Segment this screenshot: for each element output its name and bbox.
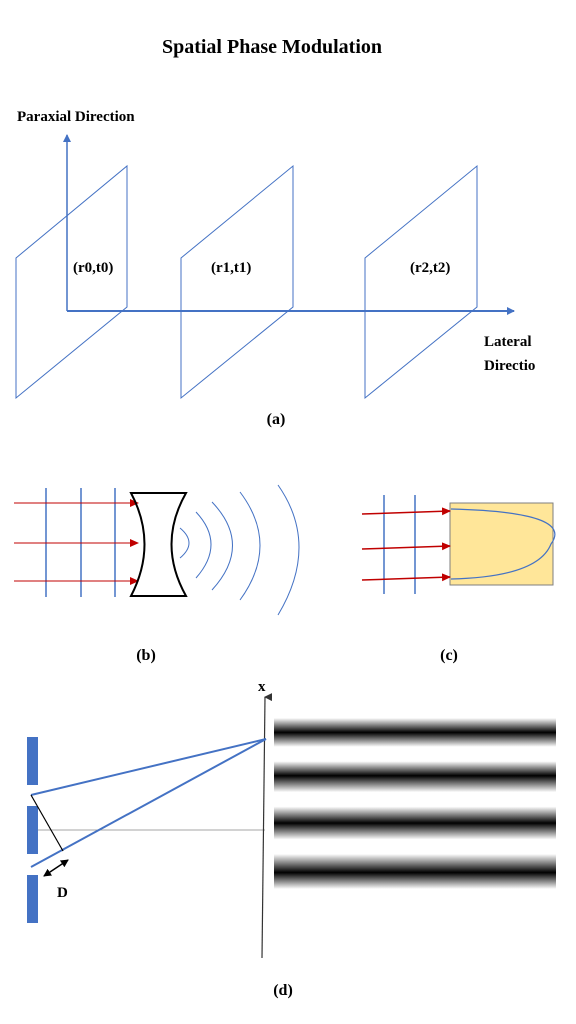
slit-barrier-top — [27, 737, 38, 785]
diverging-wavefront — [239, 491, 261, 601]
ray-lower-slit — [30, 738, 267, 868]
phase-medium-box — [449, 502, 554, 586]
path-difference-line — [30, 794, 64, 852]
plane-label-1: (r1,t1) — [211, 260, 251, 276]
diverging-wavefront — [195, 511, 212, 579]
lateral-axis-label-line1: Lateral — [484, 334, 531, 350]
plane-label-2: (r2,t2) — [410, 260, 450, 276]
incident-ray — [361, 507, 451, 516]
distance-label: D — [57, 885, 68, 901]
slit-barrier-bottom — [27, 875, 38, 923]
figure-title: Spatial Phase Modulation — [162, 36, 382, 58]
paraxial-axis-label: Paraxial Direction — [17, 109, 135, 125]
panel-d: x D (d) — [27, 679, 556, 999]
diverging-wavefront — [179, 527, 190, 559]
curved-wavefront — [450, 508, 556, 580]
path-difference-arrow — [43, 859, 69, 877]
diverging-wavefront — [211, 501, 233, 591]
plane-label-0: (r0,t0) — [73, 260, 113, 276]
ray-upper-slit — [30, 738, 267, 796]
panel-a: Paraxial Direction (r0,t0) (r1,t1) (r2,t… — [15, 109, 535, 428]
plane-0 — [15, 164, 128, 400]
plane-1 — [180, 164, 294, 400]
plane-2 — [364, 164, 478, 400]
x-axis — [261, 693, 273, 959]
diverging-wavefront — [277, 484, 300, 616]
panel-b: (b) — [14, 484, 300, 664]
caption-d: (d) — [273, 982, 293, 999]
caption-b: (b) — [136, 647, 156, 664]
incident-ray — [361, 573, 451, 582]
interference-fringes — [274, 718, 556, 924]
slit-barrier-middle — [27, 806, 38, 854]
caption-c: (c) — [440, 647, 458, 664]
caption-a: (a) — [267, 411, 286, 428]
lateral-axis-label-line2: Directio — [484, 358, 535, 374]
panel-c: (c) — [361, 495, 556, 664]
concave-lens — [129, 492, 188, 597]
incident-ray — [361, 542, 451, 551]
x-axis-label: x — [258, 679, 266, 695]
